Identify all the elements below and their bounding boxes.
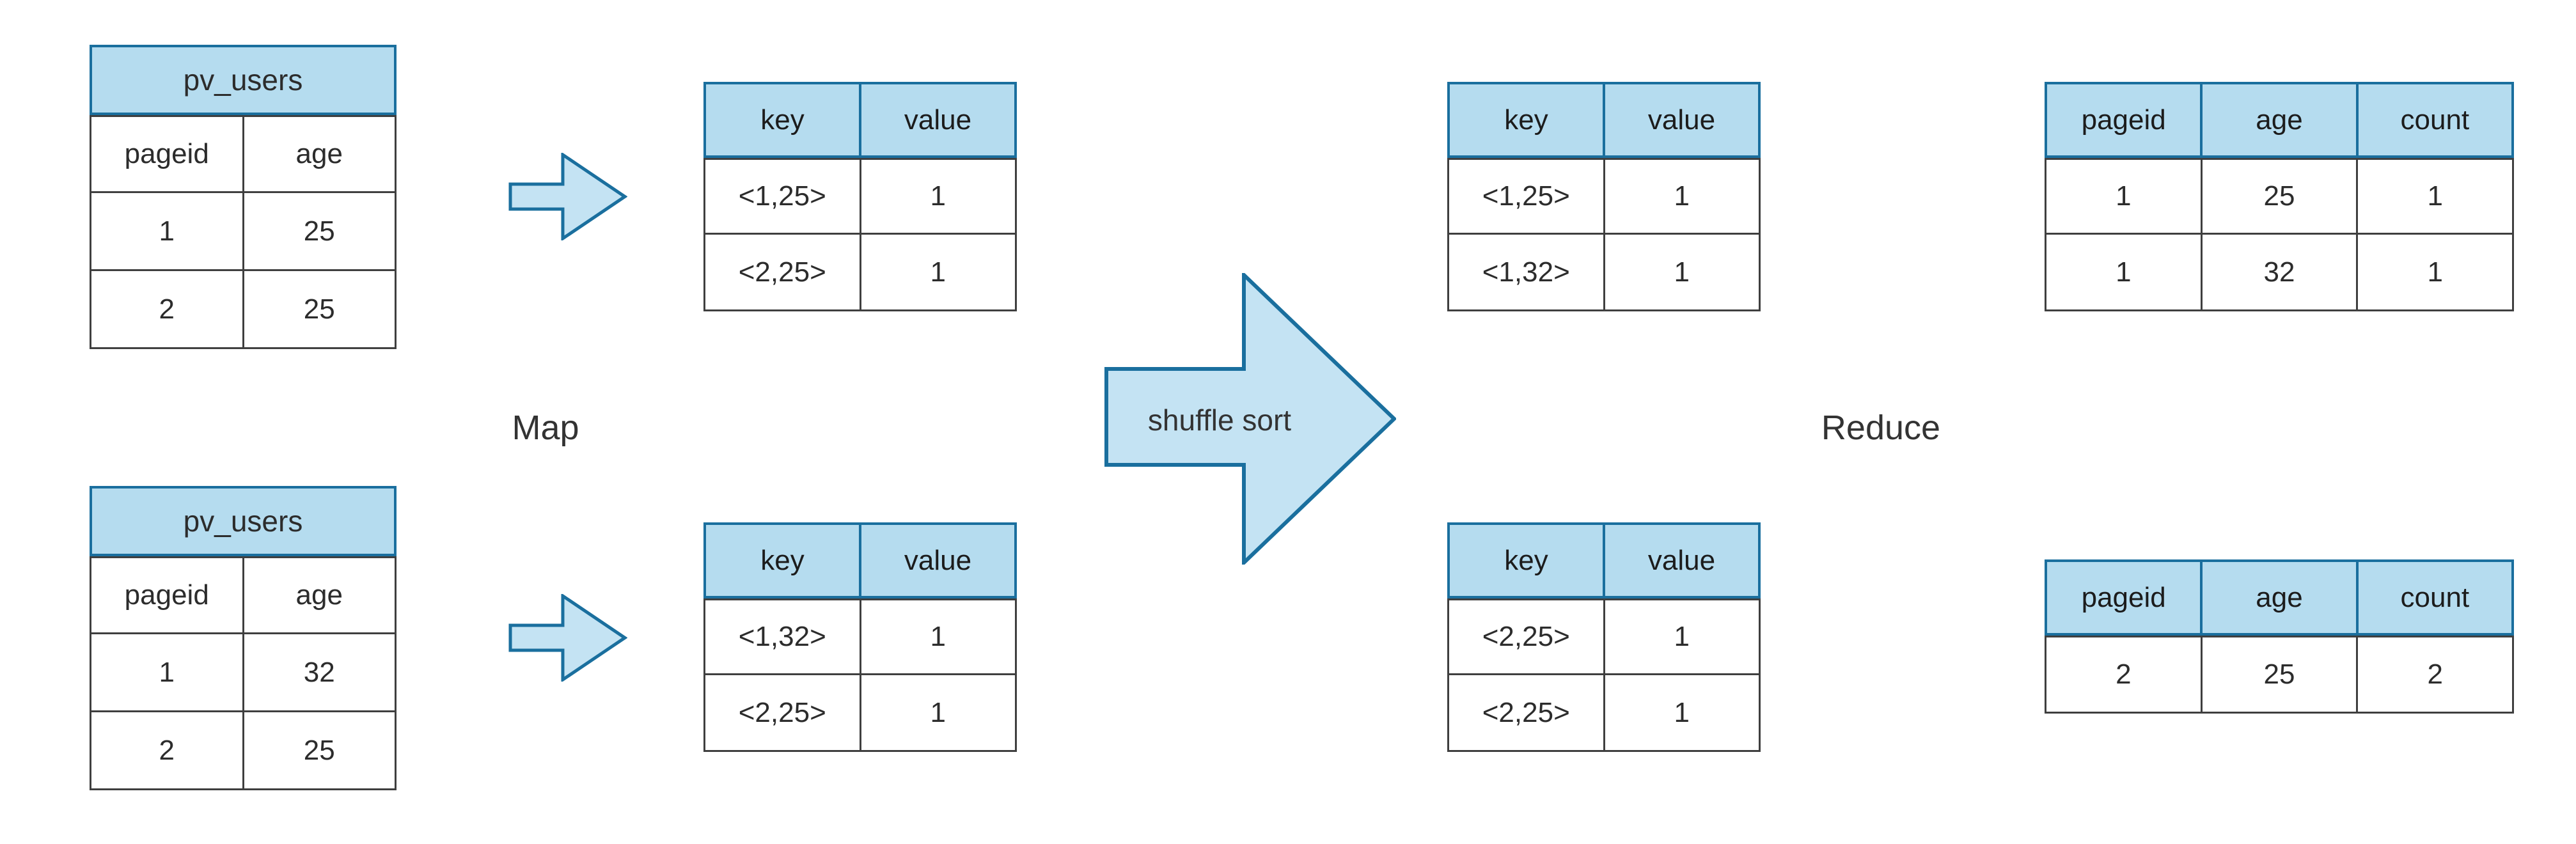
data-cell: 25 (244, 271, 397, 349)
data-cell: <1,32> (703, 598, 861, 675)
column-header: value (861, 522, 1017, 598)
map-label: Map (512, 409, 579, 447)
data-cell: 1 (861, 598, 1017, 675)
column-header: key (703, 522, 861, 598)
column-header: count (2358, 82, 2514, 158)
data-cell: 1 (2358, 158, 2515, 235)
map-output-table-bottom: key value <1,32> 1 <2,25> 1 (703, 522, 1017, 752)
data-cell: 32 (244, 634, 397, 712)
shuffle-sort-arrow (1104, 273, 1396, 565)
data-cell: <2,25> (703, 675, 861, 752)
data-cell: 1 (1605, 158, 1761, 235)
data-cell: 1 (1605, 235, 1761, 311)
shuffle-sort-label: shuffle sort (1147, 403, 1292, 437)
column-header: value (861, 82, 1017, 158)
data-cell: 2 (2358, 636, 2515, 714)
data-cell: <1,25> (703, 158, 861, 235)
column-header: key (1447, 82, 1605, 158)
data-cell: 1 (861, 158, 1017, 235)
map-output-table-top: key value <1,25> 1 <2,25> 1 (703, 82, 1017, 311)
data-cell: 2 (90, 712, 244, 790)
data-cell: 2 (90, 271, 244, 349)
data-cell: <1,25> (1447, 158, 1605, 235)
data-cell: 1 (861, 235, 1017, 311)
data-cell: 1 (90, 193, 244, 271)
data-cell: 1 (90, 634, 244, 712)
column-header: age (244, 115, 397, 193)
column-header: value (1605, 82, 1761, 158)
reduce-output-table-bottom: pageid age count 2 25 2 (2045, 559, 2515, 714)
data-cell: 25 (2202, 636, 2359, 714)
map-arrow-icon-bottom (508, 594, 627, 682)
data-cell: 1 (1605, 675, 1761, 752)
column-header: key (1447, 522, 1605, 598)
table-title: pv_users (90, 486, 397, 556)
reduce-output-table-top: pageid age count 1 25 1 1 32 1 (2045, 82, 2515, 311)
column-header: age (2203, 559, 2359, 636)
data-cell: <1,32> (1447, 235, 1605, 311)
data-cell: 1 (1605, 598, 1761, 675)
table-title: pv_users (90, 45, 397, 115)
data-cell: 25 (2202, 158, 2359, 235)
column-header: pageid (2045, 559, 2203, 636)
column-header: pageid (90, 556, 244, 634)
data-cell: 25 (244, 193, 397, 271)
shuffle-output-table-top: key value <1,25> 1 <1,32> 1 (1447, 82, 1761, 311)
data-cell: 1 (2358, 235, 2515, 311)
map-arrow-icon-top (508, 153, 627, 240)
reduce-label: Reduce (1821, 409, 1941, 447)
source-table-bottom: pv_users pageid age 1 32 2 25 (90, 486, 397, 790)
column-header: count (2358, 559, 2514, 636)
column-header: pageid (90, 115, 244, 193)
data-cell: <2,25> (1447, 598, 1605, 675)
source-table-top: pv_users pageid age 1 25 2 25 (90, 45, 397, 349)
data-cell: 1 (861, 675, 1017, 752)
data-cell: 1 (2045, 235, 2203, 311)
column-header: pageid (2045, 82, 2203, 158)
column-header: age (244, 556, 397, 634)
column-header: age (2203, 82, 2359, 158)
shuffle-output-table-bottom: key value <2,25> 1 <2,25> 1 (1447, 522, 1761, 752)
data-cell: 25 (244, 712, 397, 790)
column-header: key (703, 82, 861, 158)
data-cell: <2,25> (703, 235, 861, 311)
data-cell: 2 (2045, 636, 2203, 714)
data-cell: <2,25> (1447, 675, 1605, 752)
column-header: value (1605, 522, 1761, 598)
data-cell: 32 (2202, 235, 2359, 311)
data-cell: 1 (2045, 158, 2203, 235)
